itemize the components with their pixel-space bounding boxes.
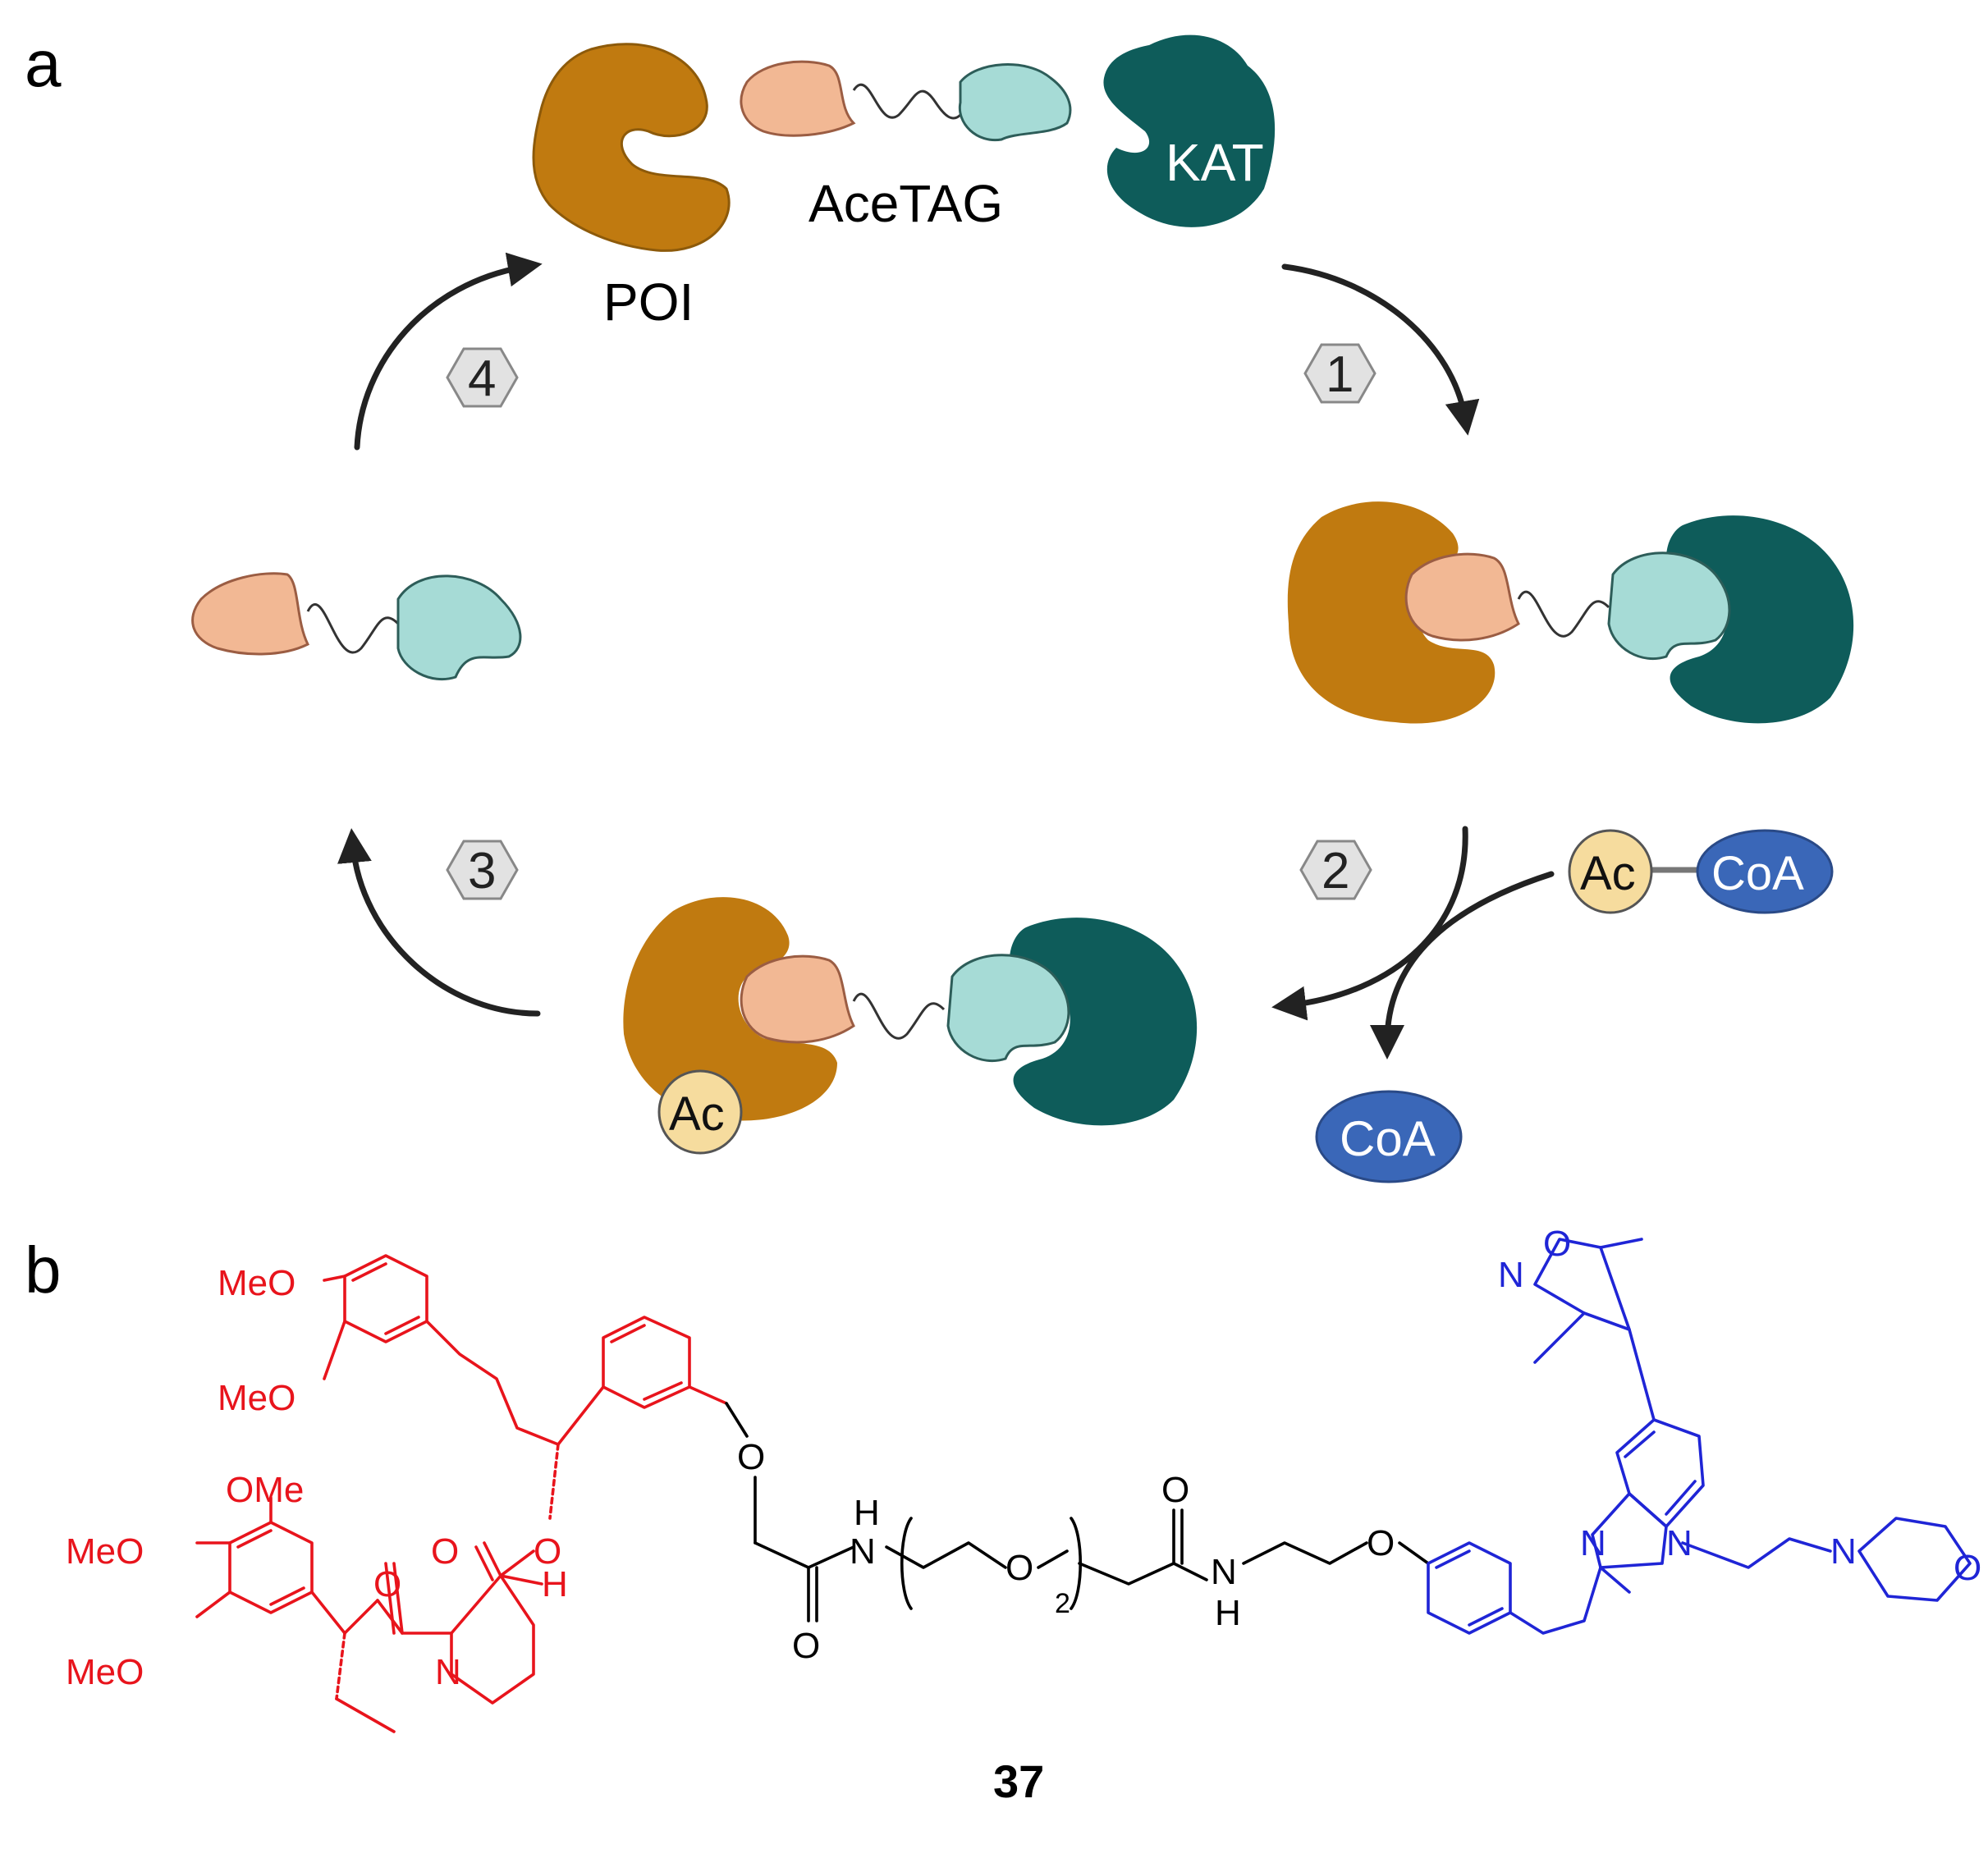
peg-linker-structure xyxy=(725,1402,1430,1622)
atom-isoxazole-o: O xyxy=(1543,1224,1571,1264)
atom-linker-o2: O xyxy=(1367,1523,1395,1563)
compound-number: 37 xyxy=(993,1755,1044,1807)
atom-piperidine-n: N xyxy=(435,1652,461,1692)
atom-h: H xyxy=(542,1564,568,1604)
atom-morpholine-n: N xyxy=(1830,1531,1857,1572)
atom-linker-n2: N xyxy=(1211,1552,1237,1592)
atom-peg-o: O xyxy=(1005,1548,1033,1588)
svg-text:4: 4 xyxy=(468,350,496,407)
fkbp-ligand-structure xyxy=(195,1254,728,1733)
step-badge-1: 1 xyxy=(1303,343,1376,404)
atom-meo-1: MeO xyxy=(218,1263,295,1303)
peg-subscript: 2 xyxy=(1055,1588,1070,1619)
released-coa-label: CoA xyxy=(1340,1111,1436,1166)
bromodomain-ligand-structure xyxy=(1427,1238,1972,1635)
svg-text:2: 2 xyxy=(1322,843,1349,899)
free-acetag xyxy=(191,572,522,681)
arrow-step-3 xyxy=(337,828,541,1017)
atom-linker-amide-o1: O xyxy=(792,1626,820,1666)
acetag-label: AceTAG xyxy=(808,174,1003,233)
atom-meo-3: MeO xyxy=(66,1531,144,1572)
atom-ome: OMe xyxy=(226,1470,304,1510)
step-badge-4: 4 xyxy=(446,347,519,408)
ternary-complex xyxy=(1287,501,1854,724)
ac-coa-ac-label: Ac xyxy=(1580,847,1636,900)
acetyl-mark-label: Ac xyxy=(669,1087,725,1141)
atom-linker-o1: O xyxy=(737,1437,765,1477)
atom-ester-o: O xyxy=(534,1531,561,1572)
svg-text:3: 3 xyxy=(468,843,496,899)
panel-a-letter: a xyxy=(25,27,62,100)
poi-protein xyxy=(532,43,731,252)
released-coa xyxy=(1315,1090,1463,1183)
atom-morpholine-o: O xyxy=(1954,1548,1981,1588)
arrow-coa-release xyxy=(1370,871,1555,1060)
step-badge-2: 2 xyxy=(1299,840,1372,900)
acetyl-coa xyxy=(1568,829,1834,914)
acetylated-ternary-complex xyxy=(623,897,1198,1155)
svg-text:1: 1 xyxy=(1326,346,1354,403)
kat-enzyme xyxy=(1103,34,1276,227)
atom-linker-h2: H xyxy=(1215,1593,1241,1633)
kat-label: KAT xyxy=(1166,133,1264,192)
atom-linker-n1: N xyxy=(850,1531,876,1572)
atom-linker-amide-o2: O xyxy=(1161,1470,1189,1510)
atom-linker-h1: H xyxy=(854,1493,880,1533)
atom-benzimidazole-n1: N xyxy=(1580,1523,1606,1563)
atom-meo-4: MeO xyxy=(66,1652,144,1692)
acetag-bifunctional xyxy=(740,60,1072,142)
poi-label: POI xyxy=(603,272,694,332)
atom-isoxazole-n: N xyxy=(1498,1255,1524,1295)
atom-ester-carbonyl-o: O xyxy=(431,1531,459,1572)
atom-meo-2: MeO xyxy=(218,1378,295,1418)
ac-coa-coa-label: CoA xyxy=(1711,847,1804,900)
arrow-step-1 xyxy=(1281,263,1480,436)
arrow-step-4 xyxy=(354,252,543,451)
step-badge-3: 3 xyxy=(446,840,519,900)
panel-b-letter: b xyxy=(25,1233,62,1307)
atom-amide-o: O xyxy=(373,1564,401,1604)
atom-benzimidazole-n2: N xyxy=(1666,1523,1693,1563)
